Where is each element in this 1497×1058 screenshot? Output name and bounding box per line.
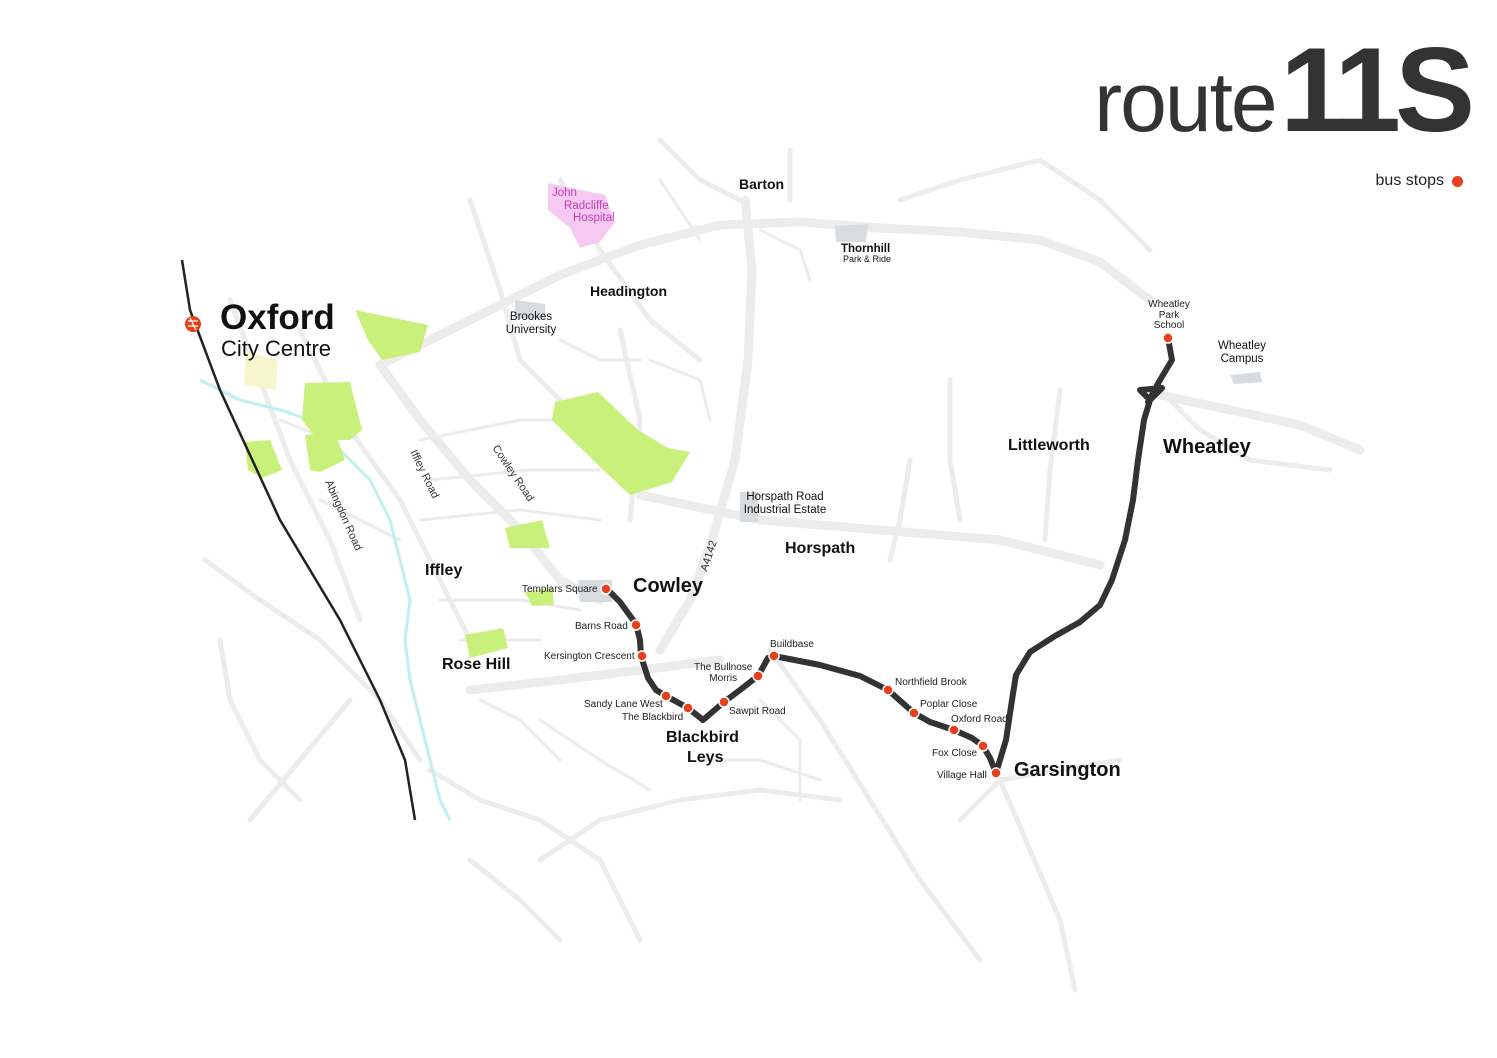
city-centre-area <box>244 352 278 390</box>
poi-horspath-ind-line2: Industrial Estate <box>743 503 827 516</box>
bus-stop <box>768 650 780 662</box>
stop-label-oxford-road: Oxford Road <box>951 714 1008 725</box>
bus-stop <box>660 690 672 702</box>
route-title: route 11S <box>1094 30 1475 150</box>
bus-stop <box>600 583 612 595</box>
poi-horspath-ind-line1: Horspath Road <box>746 491 824 503</box>
stop-label-sandy-lane-west: Sandy Lane West <box>584 699 663 710</box>
road-label-iffley-road: Iffley Road <box>407 448 441 500</box>
poi-hospital-line1: John <box>552 187 577 199</box>
stop-label-wheatley-park-school: Wheatley Park School <box>1144 299 1194 332</box>
horspath-ind-area <box>740 492 758 522</box>
place-headington: Headington <box>590 283 667 299</box>
road-network <box>202 137 1365 993</box>
poi-brookes-line1: Brookes <box>509 311 553 323</box>
stop-label-wps-line2: Park <box>1158 309 1180 321</box>
legend-label: bus stops <box>1375 172 1444 189</box>
bus-stop <box>630 619 642 631</box>
stop-label-sawpit-road: Sawpit Road <box>729 706 786 717</box>
legend: bus stops <box>1376 172 1463 190</box>
poi-brookes-line2: University <box>505 323 557 336</box>
place-city-centre: City Centre <box>221 336 332 361</box>
poi-thornhill: Thornhill <box>841 243 891 255</box>
stop-label-bullnose-line2: Morris <box>709 673 738 684</box>
parks <box>245 310 690 658</box>
bus-stop-legend-icon <box>1452 175 1463 187</box>
hospital-area <box>548 183 615 248</box>
place-leys: Leys <box>687 749 724 766</box>
stop-label-wps-line1: Wheatley <box>1148 299 1190 310</box>
place-oxford: Oxford <box>220 298 335 337</box>
poi-wheatley-campus-line1: Wheatley <box>1218 340 1266 352</box>
stop-label-buildbase: Buildbase <box>770 639 814 650</box>
stop-label-templars-square: Templars Square <box>522 584 598 595</box>
place-garsington: Garsington <box>1014 759 1121 781</box>
place-blackbird: Blackbird <box>666 729 739 746</box>
bus-stop <box>977 740 989 752</box>
bus-stop <box>1162 332 1174 344</box>
route-number: 11S <box>1280 23 1475 157</box>
bus-stop <box>636 650 648 662</box>
place-rose-hill: Rose Hill <box>442 656 511 673</box>
bus-stop <box>718 696 730 708</box>
stop-label-wps-line3: School <box>1153 320 1185 331</box>
rail-station-icon <box>185 316 201 332</box>
river <box>199 378 452 821</box>
stop-label-fox-close: Fox Close <box>932 748 978 759</box>
poi-hospital-line2: Radcliffe <box>564 199 609 212</box>
brookes-area <box>515 300 545 320</box>
place-iffley: Iffley <box>425 562 463 579</box>
stop-label-poplar-close: Poplar Close <box>920 699 978 710</box>
poi-thornhill-sub: Park & Ride <box>843 254 892 264</box>
bus-stops <box>600 332 1174 779</box>
bus-stop <box>948 724 960 736</box>
stop-label-kersington-crescent: Kersington Crescent <box>544 651 635 662</box>
place-wheatley: Wheatley <box>1163 436 1251 458</box>
stop-label-village-hall: Village Hall <box>937 770 987 781</box>
stop-label-northfield-brook: Northfield Brook <box>895 677 967 688</box>
route-title-word: route <box>1094 55 1277 149</box>
poi-wheatley-campus: Wheatley Campus <box>1212 340 1272 365</box>
bus-stop <box>908 707 920 719</box>
stop-label-the-blackbird: The Blackbird <box>622 712 684 723</box>
bus-stop <box>682 702 694 714</box>
stop-label-barns-road: Barns Road <box>575 621 628 632</box>
poi-hospital: John Radcliffe Hospital <box>548 187 615 225</box>
place-cowley: Cowley <box>633 575 704 597</box>
stop-label-bullnose-line1: The Bullnose <box>694 662 753 673</box>
poi-brookes: Brookes University <box>502 311 560 336</box>
place-littleworth: Littleworth <box>1008 437 1090 454</box>
thornhill-area <box>835 224 868 242</box>
bus-stop <box>752 670 764 682</box>
place-barton: Barton <box>739 176 785 192</box>
poi-hospital-line3: Hospital <box>573 212 615 225</box>
place-horspath: Horspath <box>785 540 856 557</box>
bus-stop <box>882 684 894 696</box>
poi-horspath-industrial: Horspath Road Industrial Estate <box>740 491 830 516</box>
poi-wheatley-campus-line2: Campus <box>1220 352 1264 365</box>
stop-label-bullnose-morris: The Bullnose Morris <box>694 662 752 684</box>
wheatley-campus-area <box>1230 372 1262 384</box>
bus-stop <box>990 767 1002 779</box>
